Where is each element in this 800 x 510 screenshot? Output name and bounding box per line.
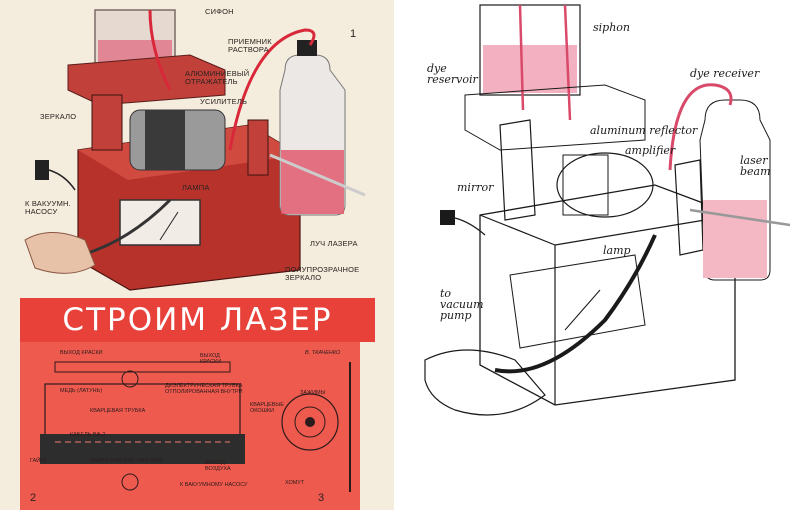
diagram-label-clamps: ЗАЖИМЫ [300,390,326,396]
label-lamp: ЛАМПА [182,183,210,192]
title-text: СТРОИМ ЛАЗЕР [62,302,333,338]
label-amplifier: amplifier [625,144,676,157]
diagram-label-quartz-windows: КВАРЦЕВЫЕ ОКОШКИ [250,402,284,414]
label-mirror: mirror [457,181,494,194]
label-to-vacuum-pump: К ВАКУУМН. НАСОСУ [25,199,71,216]
schematic-drawing [40,361,351,492]
diagram-label-dye-outlet: ВЫХОД КРАСКИ [60,350,103,356]
diagram-label-brass: МЕДЬ (ЛАТУНЬ) [60,388,103,394]
label-aluminum-reflector: aluminum reflector [590,124,698,137]
diagram-label-air-outlet: ВЫХОД ВОЗДУХА [205,460,231,472]
english-sketch-panel: siphon dye reservoir dye receiver alumin… [405,0,800,510]
diagram-label-to-vacuum-pump: К ВАКУУМНОМУ НАСОСУ [180,482,248,488]
diagram-label-dielectric-tube: ДИЭЛЕКТРИЧЕСКАЯ ТРУБКА ОТПОЛИРОВАННАЯ ВН… [165,383,243,395]
diagram-label-clip: ХОМУТ [285,480,305,486]
label-siphon: siphon [593,21,630,34]
label-mirror: ЗЕРКАЛО [40,112,77,121]
diagram-author: В. ТКАЧЕНКО [305,350,341,356]
figure-number-2: 2 [30,492,37,504]
diagram-label-nut: ГАЙКА [30,458,48,464]
diagram-label-quartz-tube: КВАРЦЕВАЯ ТРУБКА [90,408,146,414]
label-amplifier: УСИЛИТЕЛЬ [200,97,248,106]
label-siphon: СИФОН [205,7,234,16]
diagram-label-lamp: ЛАМПА ИФК-120, ИФП-2000 [90,458,163,464]
label-lamp: lamp [603,244,631,257]
diagram-label-cable: КАБЕЛЬ ВФ-2 [70,432,106,438]
label-aluminum-reflector: АЛЮМИНИЕВЫЙ ОТРАЖАТЕЛЬ [185,69,250,86]
label-dye-receiver: dye receiver [690,67,760,80]
label-laser-beam: laser beam [740,154,771,178]
label-semi-transparent-mirror: ПОЛУПРОЗРАЧНОЕ ЗЕРКАЛО [285,265,360,282]
label-laser-beam: ЛУЧ ЛАЗЕРА [310,239,358,248]
device-illustration [24,9,366,291]
russian-illustration-panel: СИФОН ПРИЕМНИК РАСТВОРА АЛЮМИНИЕВЫЙ ОТРА… [0,0,394,510]
figure-number-1: 1 [350,28,357,40]
diagram-label-dye-outlet-2: ВЫХОД КРАСКИ [200,353,222,365]
figure-number-3: 3 [318,492,325,504]
label-to-vacuum-pump: to vacuum pump [440,287,484,322]
title-banner: СТРОИМ ЛАЗЕР [20,298,375,342]
schematic-diagram [20,342,360,510]
label-solution-receiver: ПРИЕМНИК РАСТВОРА [228,37,272,54]
device-sketch [424,4,791,416]
label-dye-reservoir: dye reservoir [427,62,478,86]
